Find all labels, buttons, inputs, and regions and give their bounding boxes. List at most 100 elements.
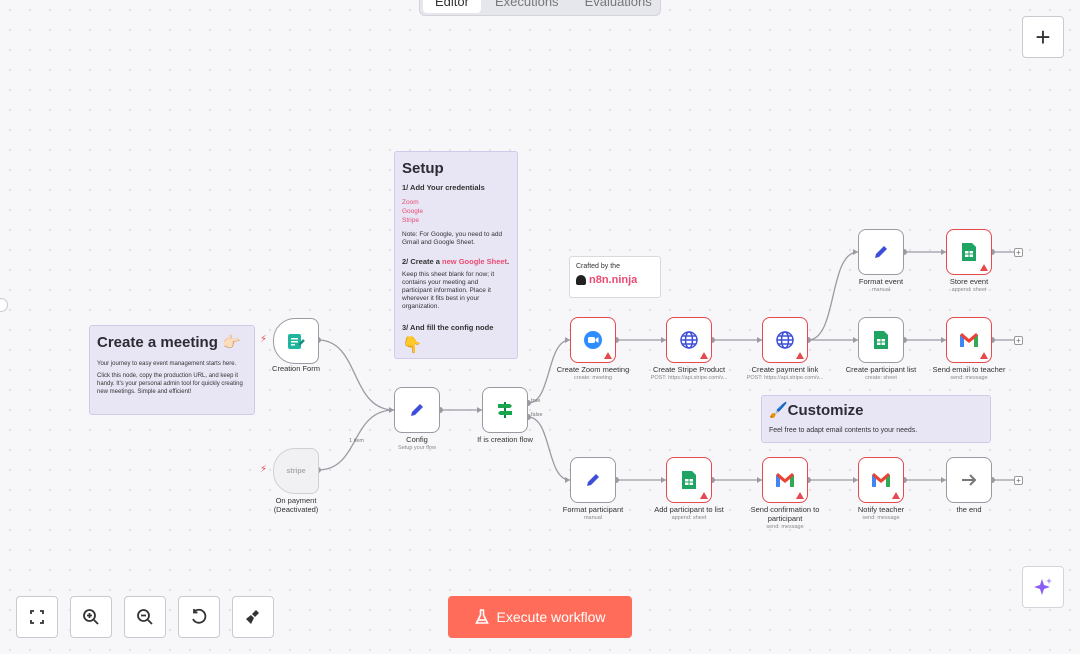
reset-zoom-icon xyxy=(192,608,207,624)
tab-editor[interactable]: Editor xyxy=(423,0,481,13)
warning-icon xyxy=(604,352,612,359)
node-creation-form-title: Creation Form xyxy=(272,364,320,373)
arrow-right-icon xyxy=(962,474,977,486)
tab-evaluations[interactable]: Evaluations xyxy=(584,0,652,9)
warning-icon xyxy=(980,352,988,359)
sticky-create-line2: Click this node, copy the production URL… xyxy=(97,373,243,395)
warning-icon xyxy=(980,264,988,271)
execute-workflow-label: Execute workflow xyxy=(496,609,606,625)
setup-step2-prefix: 2/ Create a xyxy=(402,257,443,266)
zoom-in-button[interactable] xyxy=(70,596,112,638)
zoom-icon xyxy=(584,331,602,349)
node-config[interactable] xyxy=(394,387,440,433)
warning-icon xyxy=(892,492,900,499)
pencil-icon xyxy=(411,404,423,416)
setup-step2: 2/ Create a new Google Sheet. xyxy=(402,257,510,267)
pencil-icon xyxy=(875,246,887,258)
add-next-node-button[interactable]: + xyxy=(1014,336,1023,345)
gmail-icon xyxy=(776,473,794,487)
node-add-participant-subtitle: append: sheet xyxy=(671,515,707,521)
node-notify-teacher[interactable] xyxy=(858,457,904,503)
node-config-title: Config xyxy=(406,435,428,444)
node-participant-list-subtitle: create: sheet xyxy=(865,375,897,381)
fit-view-button[interactable] xyxy=(16,596,58,638)
node-store-event-title: Store event xyxy=(949,277,989,286)
edge-link-format-event xyxy=(807,251,859,341)
sticky-create-meeting[interactable]: Create a meeting 👉🏻 Your journey to easy… xyxy=(89,325,255,415)
reset-zoom-button[interactable] xyxy=(178,596,220,638)
node-create-participant-list[interactable] xyxy=(858,317,904,363)
node-store-event[interactable] xyxy=(946,229,992,275)
crafted-brand-text: n8n.ninja xyxy=(589,274,638,286)
add-next-node-button[interactable]: + xyxy=(1014,476,1023,485)
sticky-customize[interactable]: 🖌️Customize Feel free to adapt email con… xyxy=(761,395,991,443)
node-create-payment-link[interactable] xyxy=(762,317,808,363)
plus-icon: + xyxy=(1035,21,1051,52)
node-create-zoom-meeting[interactable] xyxy=(570,317,616,363)
view-tabs: Editor Executions Evaluations xyxy=(419,0,661,16)
node-send-email-to-teacher[interactable] xyxy=(946,317,992,363)
node-add-participant-to-list[interactable] xyxy=(666,457,712,503)
zoom-out-icon xyxy=(137,609,153,625)
node-creation-form[interactable] xyxy=(273,318,319,364)
if-signpost-icon xyxy=(498,402,512,418)
node-notify-teacher-subtitle: send: message xyxy=(862,515,900,521)
trigger-bolt-icon: ⚡ xyxy=(260,334,268,345)
node-the-end[interactable] xyxy=(946,457,992,503)
sticky-create-line1: Your journey to easy event management st… xyxy=(97,361,237,367)
sticky-create-title: Create a meeting 👉🏻 xyxy=(97,334,241,351)
warning-icon xyxy=(796,352,804,359)
node-format-participant[interactable] xyxy=(570,457,616,503)
tab-executions[interactable]: Executions xyxy=(494,0,559,9)
crafted-by-note[interactable]: Crafted by the n8n.ninja xyxy=(569,256,661,298)
cred-stripe[interactable]: Stripe xyxy=(402,217,419,224)
cred-zoom[interactable]: Zoom xyxy=(402,199,419,206)
add-node-button[interactable]: + xyxy=(1022,16,1064,58)
panel-toggle-handle[interactable] xyxy=(0,298,8,312)
node-format-event-title: Format event xyxy=(858,277,904,286)
node-stripe-product-title: Create Stripe Product xyxy=(652,365,726,374)
gmail-icon xyxy=(872,473,890,487)
node-the-end-title: the end xyxy=(956,505,982,514)
node-payment-link-title: Create payment link xyxy=(751,365,819,374)
node-format-participant-subtitle: manual xyxy=(583,515,603,521)
node-create-stripe-product[interactable] xyxy=(666,317,712,363)
zoom-in-icon xyxy=(83,609,99,625)
node-if-creation-flow[interactable] xyxy=(482,387,528,433)
cred-google[interactable]: Google xyxy=(402,208,423,215)
edge-label-1-item: 1 item xyxy=(349,438,364,444)
crafted-label: Crafted by the xyxy=(576,263,620,270)
add-next-node-button[interactable]: + xyxy=(1014,248,1023,257)
sticky-setup[interactable]: Setup 1/ Add Your credentials Zoom Googl… xyxy=(394,151,518,359)
node-on-payment[interactable]: stripe xyxy=(273,448,319,494)
google-sheets-icon xyxy=(962,243,976,261)
pencil-icon xyxy=(587,474,599,486)
node-send-confirmation-subtitle: send: message xyxy=(766,524,804,530)
flask-icon xyxy=(474,609,489,624)
crafted-brand: n8n.ninja xyxy=(576,274,654,286)
globe-icon xyxy=(776,331,794,349)
ai-assistant-button[interactable] xyxy=(1022,566,1064,608)
edge-form-config xyxy=(317,339,395,411)
google-sheets-icon xyxy=(682,471,696,489)
execute-workflow-button[interactable]: Execute workflow xyxy=(448,596,632,638)
zoom-out-button[interactable] xyxy=(124,596,166,638)
tidy-up-button[interactable] xyxy=(232,596,274,638)
sticky-customize-title: 🖌️Customize xyxy=(769,402,864,419)
node-add-participant-title: Add participant to list xyxy=(654,505,724,514)
node-format-event-subtitle: manual xyxy=(871,287,891,293)
new-sheet-link[interactable]: new Google Sheet xyxy=(442,257,508,266)
node-store-event-subtitle: append: sheet xyxy=(951,287,987,293)
google-sheets-icon xyxy=(874,331,888,349)
node-format-participant-title: Format participant xyxy=(562,505,624,514)
node-stripe-product-subtitle: POST: https://api.stripe.com/v... xyxy=(650,375,728,381)
node-zoom-subtitle: create: meeting xyxy=(574,375,612,381)
node-payment-link-subtitle: POST: https://api.stripe.com/v... xyxy=(746,375,824,381)
sticky-customize-body: Feel free to adapt email contents to you… xyxy=(769,427,918,434)
form-icon xyxy=(288,334,305,349)
node-send-confirmation-title: Send confirmation to participant xyxy=(750,505,820,523)
node-format-event[interactable] xyxy=(858,229,904,275)
node-email-teacher-title: Send email to teacher xyxy=(932,365,1006,374)
node-send-confirmation[interactable] xyxy=(762,457,808,503)
